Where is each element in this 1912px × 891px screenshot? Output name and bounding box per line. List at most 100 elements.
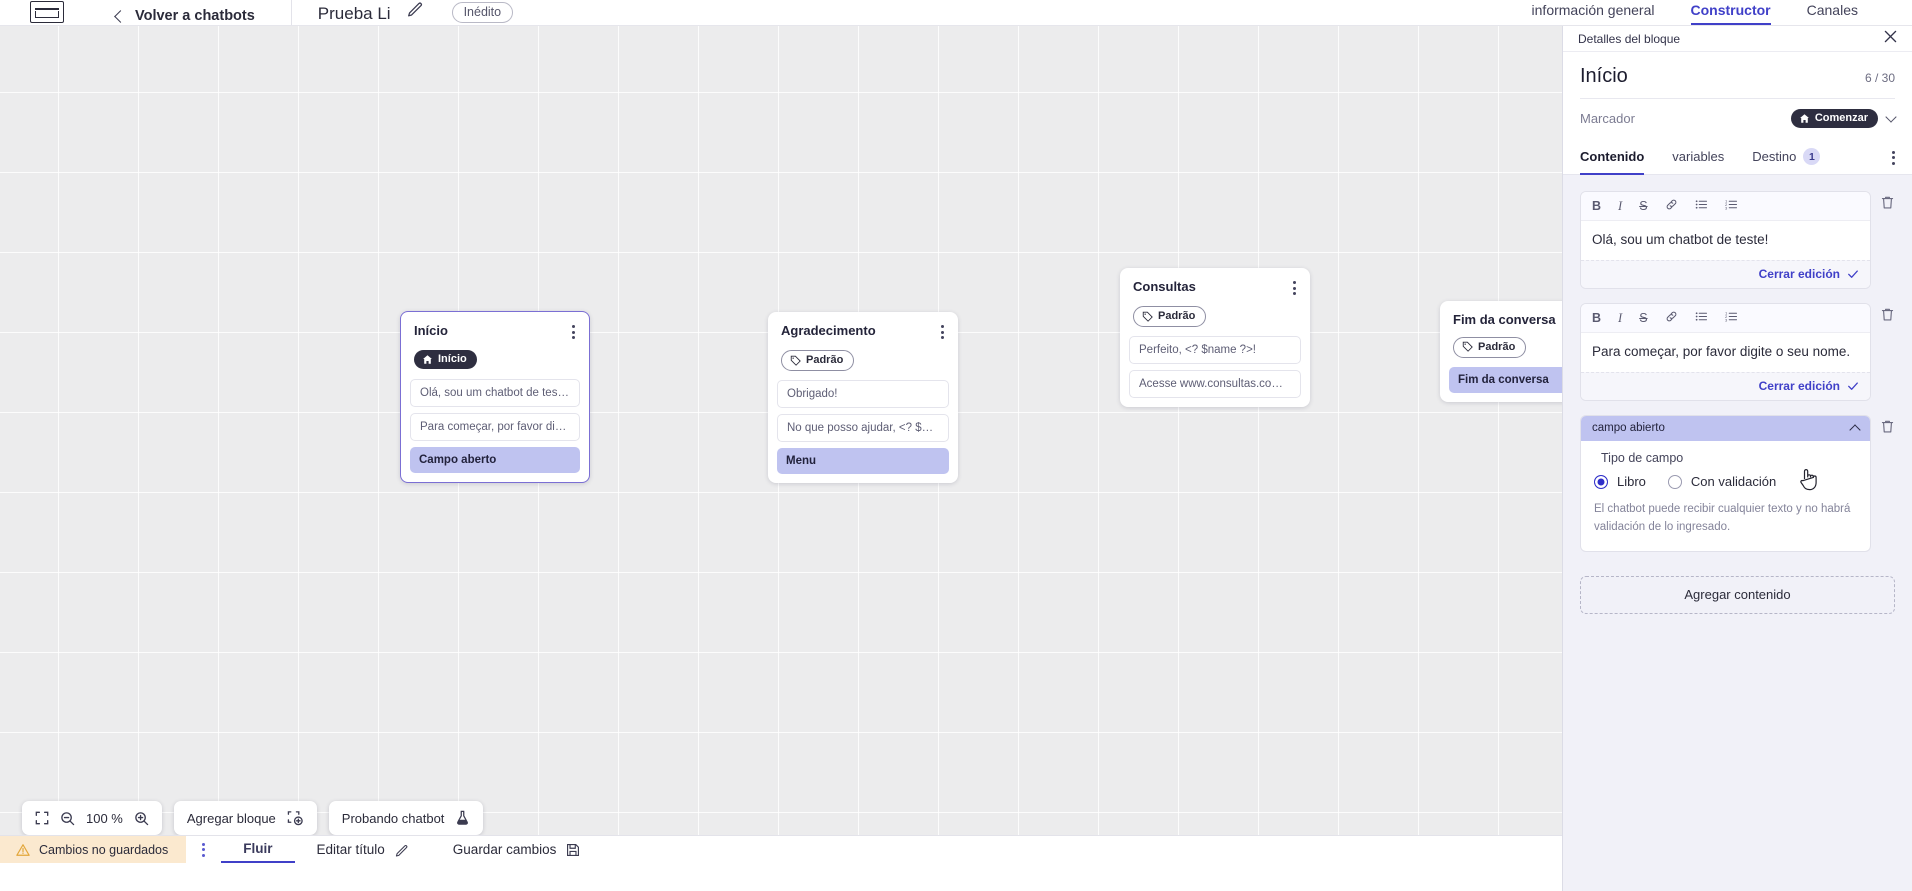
node-header: Início Início (401, 312, 589, 379)
status-bar-menu-icon[interactable] (186, 842, 221, 857)
node-row-message[interactable]: Olá, sou um chatbot de teste! (410, 378, 580, 407)
tab-contenido-label: Contenido (1580, 149, 1645, 164)
chevron-left-icon (114, 9, 127, 23)
test-chatbot-label: Probando chatbot (341, 810, 445, 826)
node-row-message[interactable]: Acesse www.consultas.com par... (1129, 370, 1301, 398)
node-row-message[interactable]: Perfeito, <? $name ?>! (1129, 336, 1301, 364)
add-block-button[interactable]: Agregar bloque (173, 801, 317, 835)
add-block-label: Agregar bloque (186, 810, 276, 826)
flow-node-agradecimento[interactable]: Agradecimento Padrão Obrigado! No que po… (768, 312, 958, 483)
bulleted-list-icon[interactable] (1695, 198, 1708, 214)
rich-text-content[interactable]: Olá, sou um chatbot de teste! (1592, 231, 1769, 247)
node-row-action[interactable]: Menu (777, 448, 949, 474)
node-tag-label: Início (438, 353, 467, 365)
tab-informacion-general[interactable]: información general (1531, 2, 1655, 18)
bold-icon[interactable]: B (1592, 198, 1602, 213)
tab-canales[interactable]: Canales (1806, 2, 1858, 18)
node-header: Fim da conversa Padrão (1440, 301, 1562, 367)
node-tag-padrao: Padrão (1133, 306, 1207, 327)
content-block-open-field: campo abierto Tipo de campo Libro (1580, 415, 1895, 552)
node-title: Fim da conversa (1453, 312, 1556, 327)
node-menu-icon[interactable] (570, 323, 577, 341)
flow-connectors (0, 26, 300, 176)
strikethrough-icon[interactable]: S (1639, 310, 1648, 325)
node-tag-padrao: Padrão (781, 350, 855, 371)
link-icon[interactable] (1665, 198, 1678, 214)
save-changes-button[interactable]: Guardar cambios (431, 836, 603, 863)
flow-node-fim-da-conversa[interactable]: Fim da conversa Padrão Fim da conversa (1440, 301, 1562, 402)
tab-variables[interactable]: variables (1672, 141, 1724, 175)
add-content-button[interactable]: Agregar contenido (1580, 575, 1895, 614)
unsaved-changes-label: Cambios no guardados (39, 842, 169, 857)
panel-overflow-menu-icon[interactable] (1892, 150, 1895, 165)
flow-canvas[interactable]: Início Início Olá, sou um chatbot de tes… (0, 26, 1562, 863)
save-disk-icon (567, 843, 580, 856)
strikethrough-icon[interactable]: S (1639, 198, 1648, 213)
edit-title-button[interactable]: Editar título (295, 836, 431, 863)
tab-contenido[interactable]: Contenido (1580, 141, 1645, 175)
tab-variables-label: variables (1672, 149, 1725, 164)
chevron-down-icon[interactable] (1885, 110, 1897, 123)
radio-libro[interactable] (1594, 474, 1608, 489)
node-row-message[interactable]: No que posso ajudar, <? $name ... (777, 414, 949, 442)
panel-tabs: Contenido variables Destino 1 (1563, 141, 1912, 175)
zoom-in-icon[interactable] (134, 811, 149, 826)
flask-icon (455, 810, 470, 826)
app-top-bar: Volver a chatbots Prueba Li Inédito info… (0, 0, 1912, 26)
close-icon[interactable] (1884, 30, 1897, 48)
node-header: Consultas Padrão (1120, 268, 1310, 336)
radio-option-libro[interactable]: Libro (1594, 474, 1646, 489)
svg-text:3: 3 (1725, 318, 1728, 323)
node-menu-icon[interactable] (939, 323, 946, 341)
canvas-toolbar: 100 % Agregar bloque Probando chatbot (22, 801, 484, 835)
radio-con-validacion[interactable] (1667, 474, 1682, 489)
node-row-action[interactable]: Fim da conversa (1449, 366, 1562, 393)
fit-screen-icon[interactable] (35, 811, 49, 825)
pencil-icon[interactable] (407, 0, 424, 22)
marker-badge[interactable]: Comenzar (1790, 109, 1878, 128)
chevron-up-icon[interactable] (1849, 423, 1861, 436)
flow-node-inicio[interactable]: Início Início Olá, sou um chatbot de tes… (400, 311, 590, 483)
italic-icon[interactable]: I (1618, 310, 1623, 325)
marker-badge-label: Comenzar (1814, 112, 1868, 124)
node-menu-icon[interactable] (1291, 279, 1298, 297)
node-row-message[interactable]: Para começar, por favor digite o ... (410, 412, 580, 441)
bold-icon[interactable]: B (1592, 310, 1602, 325)
warning-triangle-icon (16, 843, 30, 856)
bottom-status-bar: Cambios no guardados Fluir Editar título… (0, 835, 1562, 863)
node-row-message[interactable]: Obrigado! (777, 380, 949, 408)
tab-constructor[interactable]: Constructor (1690, 2, 1771, 25)
tab-destino[interactable]: Destino 1 (1752, 141, 1821, 175)
zoom-out-icon[interactable] (60, 811, 75, 826)
test-chatbot-button[interactable]: Probando chatbot (328, 801, 484, 835)
open-field-header[interactable]: campo abierto (1581, 416, 1870, 442)
close-edit-button[interactable]: Cerrar edición (1758, 379, 1840, 394)
node-row-action[interactable]: Campo aberto (410, 446, 580, 473)
svg-text:2: 2 (1725, 202, 1728, 207)
link-icon[interactable] (1665, 310, 1678, 326)
close-edit-button[interactable]: Cerrar edición (1758, 267, 1840, 282)
delete-block-icon[interactable] (1880, 307, 1895, 327)
bulleted-list-icon[interactable] (1695, 310, 1708, 326)
radio-option-con-validacion[interactable]: Con validación (1667, 474, 1777, 490)
flow-node-consultas[interactable]: Consultas Padrão Perfeito, <? $name ?>! … (1120, 268, 1310, 407)
delete-block-icon[interactable] (1880, 195, 1895, 215)
field-type-radio-group: Libro Con validación (1594, 474, 1857, 489)
marker-row: Marcador Comenzar (1580, 99, 1897, 141)
italic-icon[interactable]: I (1618, 198, 1623, 213)
back-to-chatbots-link[interactable]: Volver a chatbots (114, 8, 255, 24)
svg-text:1: 1 (1725, 198, 1728, 203)
delete-open-field-icon[interactable] (1880, 419, 1895, 439)
rich-text-content[interactable]: Para começar, por favor digite o seu nom… (1592, 343, 1851, 359)
tab-fluir[interactable]: Fluir (221, 836, 295, 863)
radio-con-validacion-label: Con validación (1690, 474, 1777, 490)
destino-count-badge: 1 (1803, 148, 1821, 165)
node-title: Agradecimento (781, 323, 876, 338)
app-logo-icon (30, 1, 64, 23)
check-icon (1848, 382, 1858, 391)
